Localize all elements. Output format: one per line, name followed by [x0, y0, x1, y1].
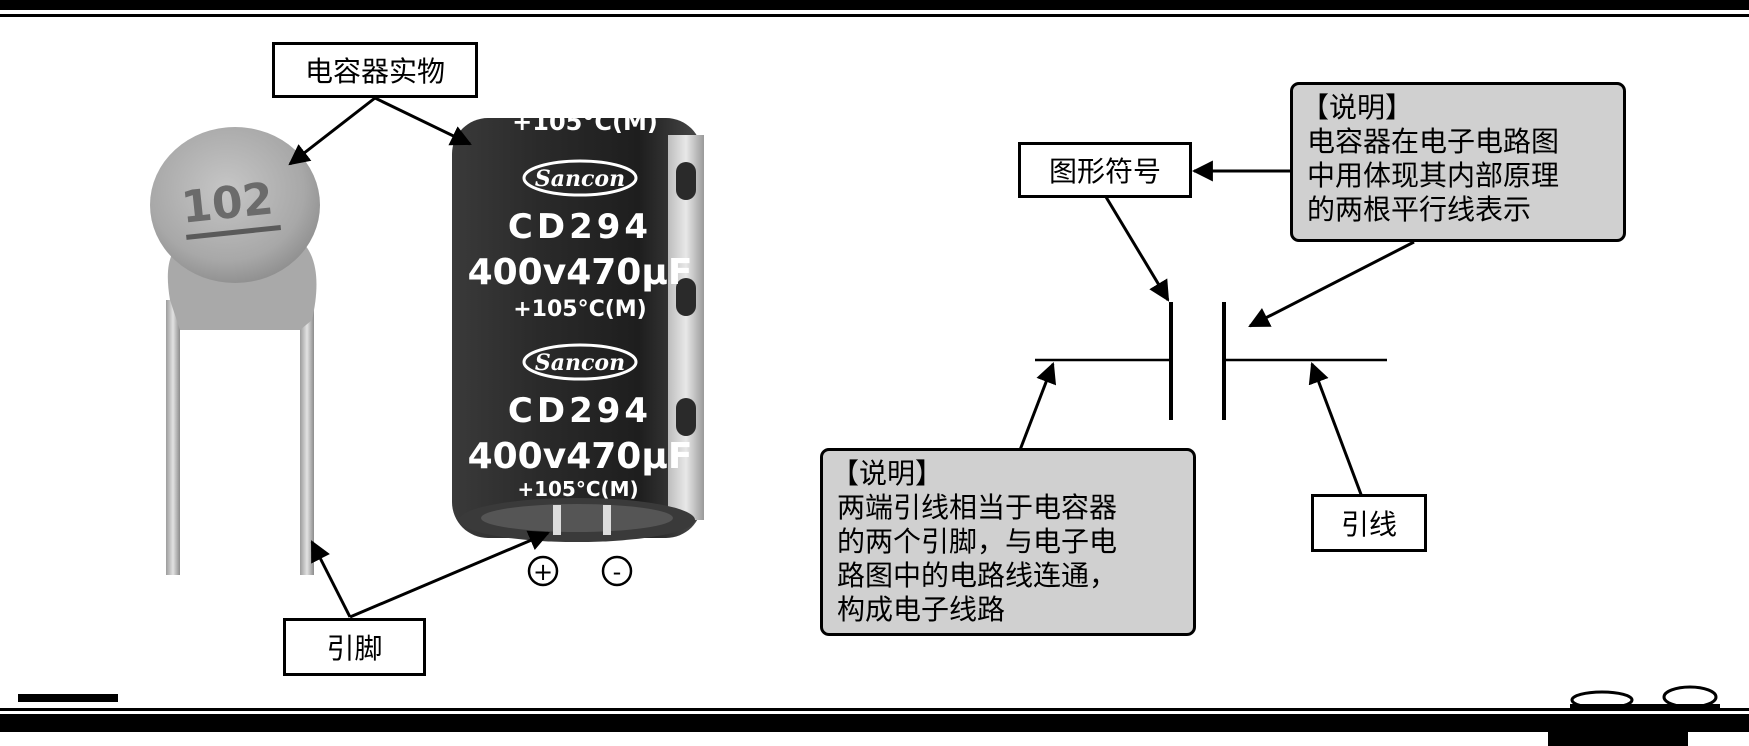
- terminal-plus-label: +: [533, 558, 553, 586]
- rating-text-1: 400v470μF: [468, 252, 693, 293]
- note-top: 【说明】 电容器在电子电路图 中用体现其内部原理 的两根平行线表示: [1290, 82, 1626, 242]
- ceramic-capacitor-photo: 102: [150, 127, 320, 575]
- bottom-left-dash: [18, 694, 118, 702]
- electrolytic-capacitor-photo: +105°C(M) Sancon CD294 400v470μF +105°C(…: [452, 108, 704, 587]
- arrow-lead-label-to-right-lead: [1308, 362, 1367, 506]
- terminal-plus-icon: [527, 555, 559, 587]
- brand-oval-1: [522, 159, 638, 197]
- graphic-symbol-label: 图形符号: [1018, 142, 1192, 198]
- note-top-line: 中用体现其内部原理: [1307, 159, 1560, 192]
- terminal-minus-icon: [601, 555, 633, 587]
- brand-text-2: Sancon: [535, 350, 625, 376]
- temp-text-1: +105°C(M): [513, 297, 647, 322]
- minus-mark-2: [676, 278, 696, 316]
- rating-text-2: 400v470μF: [468, 436, 693, 477]
- arrow-physical-to-ceramic: [288, 96, 376, 166]
- note-top-heading: 【说明】: [1301, 91, 1414, 124]
- lead-wire-label: 引线: [1311, 494, 1427, 552]
- ceramic-lead-right: [300, 300, 314, 575]
- terminal-plus-pin: [553, 505, 561, 535]
- note-bottom-line: 构成电子线路: [837, 593, 1006, 626]
- can-base-inner: [481, 504, 673, 532]
- ceramic-marking: 102: [179, 173, 276, 233]
- ceramic-disc-body: [150, 127, 320, 283]
- top-border-line: [0, 14, 1749, 17]
- ceramic-lead-left: [166, 300, 180, 575]
- arrow-pins-to-ceramic-lead: [310, 540, 352, 618]
- note-bottom-line: 两端引线相当于电容器: [837, 491, 1118, 524]
- can-bottom-text: +105°C(M): [517, 477, 638, 501]
- arrow-note-top-to-plate: [1248, 240, 1415, 328]
- arrow-physical-to-electrolytic: [374, 96, 472, 146]
- note-bottom-heading: 【说明】: [831, 457, 944, 490]
- bottom-border-line: [0, 708, 1749, 711]
- arrow-note-bottom-to-left-lead: [1018, 362, 1057, 451]
- terminal-minus-pin: [603, 505, 611, 535]
- note-top-line: 电容器在电子电路图: [1307, 125, 1560, 158]
- arrow-symbol-label-to-plate: [1104, 196, 1170, 302]
- corner-ornament-icon: [1570, 685, 1720, 710]
- note-bottom-line: 的两个引脚，与电子电: [837, 525, 1118, 558]
- top-border-bar: [0, 0, 1749, 10]
- ceramic-underline: [186, 224, 282, 240]
- arrow-pins-to-electrolytic-terminal: [349, 530, 550, 619]
- model-text-2: CD294: [508, 391, 652, 431]
- brand-text-1: Sancon: [535, 166, 625, 192]
- capacitor-symbol: [1035, 302, 1387, 420]
- note-bottom-line: 路图中的电路线连通，: [837, 559, 1118, 592]
- model-text-1: CD294: [508, 207, 652, 247]
- brand-oval-2: [522, 343, 638, 381]
- minus-mark-3: [676, 398, 696, 436]
- physical-capacitor-label: 电容器实物: [272, 42, 478, 98]
- can-top-text: +105°C(M): [512, 108, 658, 136]
- terminal-minus-label: -: [613, 558, 622, 586]
- pins-label: 引脚: [283, 618, 426, 676]
- electrolytic-can: [452, 118, 702, 538]
- bottom-border-bar: [0, 714, 1749, 732]
- note-top-line: 的两根平行线表示: [1307, 193, 1532, 226]
- minus-mark-1: [676, 162, 696, 200]
- note-bottom: 【说明】 两端引线相当于电容器 的两个引脚，与电子电 路图中的电路线连通， 构成…: [820, 448, 1196, 636]
- bottom-right-block: [1548, 730, 1688, 746]
